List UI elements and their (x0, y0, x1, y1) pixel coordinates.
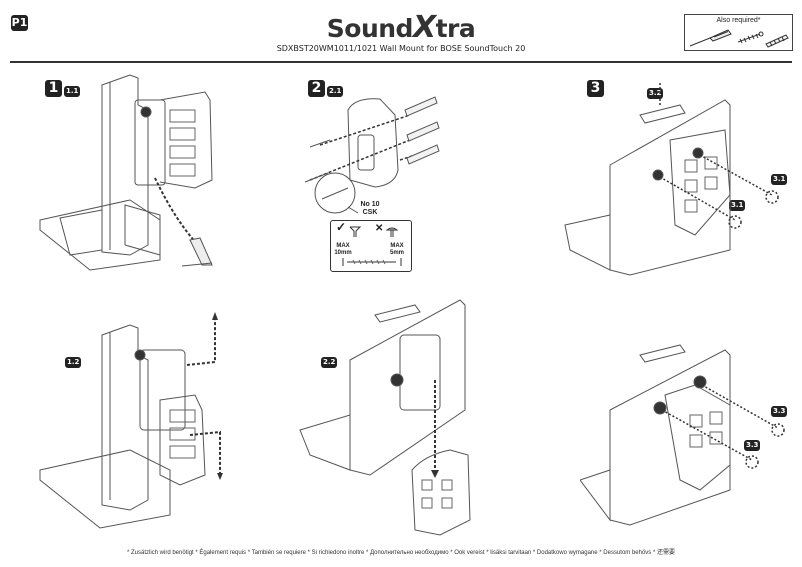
substep-3-3-badge-right: 3.3 (771, 406, 788, 417)
footer-translations: * Zusätzlich wird benötigt * Également r… (127, 550, 675, 556)
max-right-label: MAX (390, 243, 404, 249)
max-left-value: 10mm (334, 250, 352, 256)
brand-suffix: tra (435, 14, 476, 43)
figure-1-2-slide-bracket (39, 312, 223, 529)
figure-1-1-mount-attach-screw (39, 74, 213, 271)
screw-dimension-icon (342, 258, 402, 266)
check-mark-icon: ✓ (336, 220, 347, 234)
also-required-label: Also required* (716, 17, 761, 24)
brand-prefix: Sound (326, 14, 414, 43)
max-left-label: MAX (336, 243, 350, 249)
countersunk-head-icon (349, 226, 361, 237)
required-tools (689, 29, 789, 48)
step-3-badge: 3 (587, 80, 604, 97)
substep-1-2-badge: 1.2 (65, 357, 82, 368)
header-divider (10, 61, 792, 63)
substep-2-1-badge: 2.1 (327, 86, 344, 97)
substep-3-3-badge-left: 3.3 (744, 440, 761, 451)
figure-3-fix-with-screws (564, 83, 779, 276)
cross-mark-icon: ✕ (375, 223, 384, 234)
substep-1-1-badge: 1.1 (64, 86, 81, 97)
product-subtitle: SDXBST20WM1011/1021 Wall Mount for BOSE … (276, 44, 526, 53)
screwdriver-icon (689, 29, 732, 47)
figure-2-2-attach-bracket (299, 299, 471, 536)
screw-type: CSK (362, 209, 378, 216)
substep-3-1-badge-left: 3.1 (729, 200, 746, 211)
substep-3-1-badge-right: 3.1 (771, 174, 788, 185)
max-right-value: 5mm (389, 250, 404, 256)
max-right-note: MAX 5mm (387, 243, 407, 257)
page-badge: P1 (11, 15, 28, 31)
screw-spec-box: ✓ ✕ MAX 10mm MAX 5mm (330, 220, 412, 272)
brand-x: X (412, 10, 436, 45)
step-1-badge: 1 (45, 80, 62, 97)
substep-2-2-badge: 2.2 (321, 357, 338, 368)
step-2-badge: 2 (308, 80, 325, 97)
wall-plug-icon (765, 34, 789, 48)
figure-2-1-wall-fixing (304, 96, 440, 214)
screw-icon (737, 31, 764, 44)
also-required-box: Also required* (684, 14, 793, 51)
max-left-note: MAX 10mm (333, 243, 353, 257)
brand-logo: SoundXtra (0, 10, 802, 45)
substep-3-2-badge: 3.2 (647, 88, 664, 99)
pan-head-icon (386, 227, 398, 237)
screw-size: No 10 (360, 201, 380, 208)
figure-3-3-tighten-screws (580, 344, 785, 526)
screw-size-note: No 10 CSK (345, 201, 395, 217)
